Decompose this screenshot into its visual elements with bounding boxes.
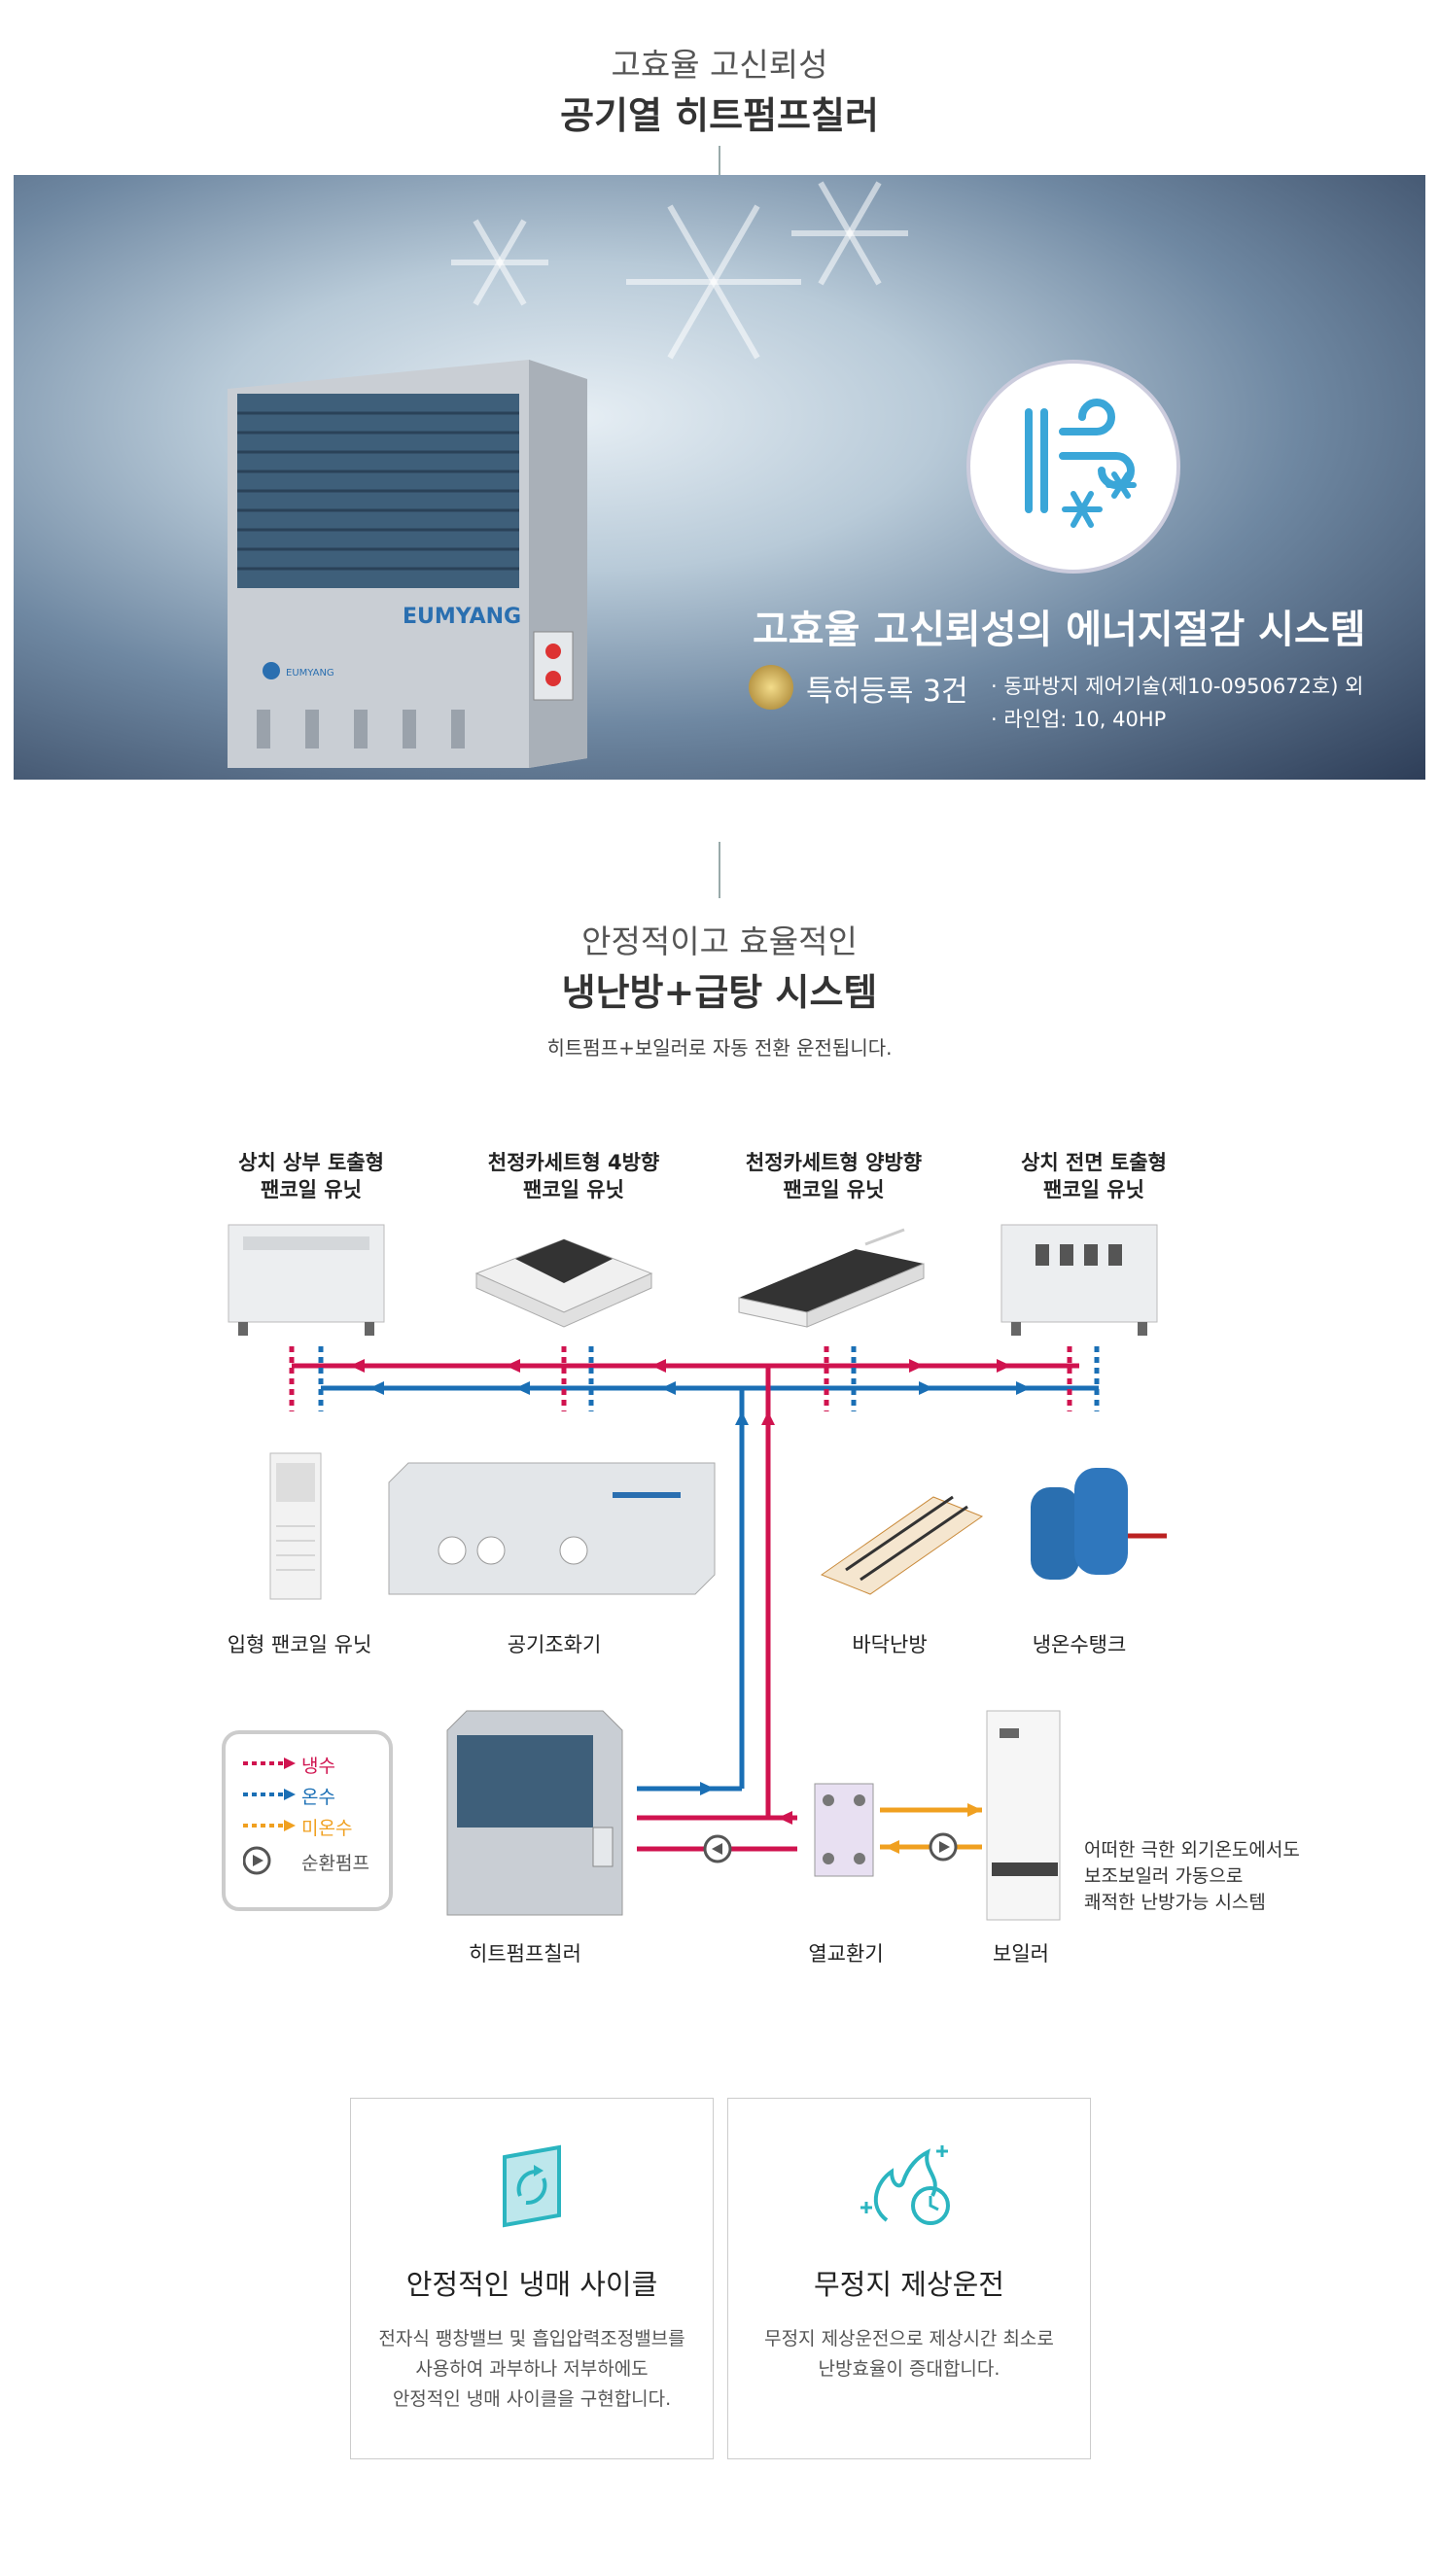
hero-bullet-1: · 동파방지 제어기술(제10-0950672호) 외 [991, 675, 1364, 698]
system-title: 냉난방+급탕 시스템 [561, 971, 878, 1014]
feature-title: 안정적인 냉매 사이클 [405, 2268, 658, 2301]
hero-banner: EUMYANG EUMYANG 고효율 고신뢰성의 에너지절감 시스템 특허등록… [14, 175, 1425, 780]
hero-title: 고효율 고신뢰성의 에너지절감 시스템 [753, 608, 1366, 652]
unit-label-heat-pump-chiller: 히트펌프칠러 [469, 1942, 581, 1966]
hot-cold-water-tank [1031, 1468, 1167, 1580]
air-handling-unit [388, 1462, 716, 1595]
header-title: 공기열 히트펌프칠러 [560, 94, 879, 137]
defrost-icon [860, 2145, 950, 2225]
cassette-fan-coil-2way [738, 1228, 925, 1328]
hero-bullet-2: · 라인업: 10, 40HP [991, 708, 1167, 731]
feature-title: 무정지 제상운전 [814, 2268, 1004, 2301]
unit-label-tank: 냉온수탱크 [1032, 1633, 1127, 1656]
system-diagram [228, 1224, 1167, 1921]
unit-label-boiler: 보일러 [993, 1942, 1049, 1966]
cassette-fan-coil-4way [474, 1238, 653, 1328]
floor-heating-panel [820, 1495, 984, 1595]
legend-hot-water: 온수 [301, 1787, 335, 1808]
diagram-legend: 냉수 온수 미온수 순환펌프 [222, 1730, 393, 1911]
snowflake-background [451, 181, 908, 360]
fan-coil-unit-top-discharge [228, 1224, 385, 1336]
heat-pump-chiller-image: EUMYANG EUMYANG [198, 340, 587, 768]
refrigerant-cycle-icon [503, 2144, 561, 2228]
feature-card-defrost: 무정지 제상운전 무정지 제상운전으로 제상시간 최소로 난방효율이 증대합니다… [727, 2098, 1091, 2459]
unit-label-ahu: 공기조화기 [507, 1633, 602, 1656]
boiler-note: 어떠한 극한 외기온도에서도 보조보일러 가동으로 쾌적한 난방가능 시스템 [1084, 1839, 1300, 1913]
unit-label-vertical-fcu: 입형 팬코일 유닛 [227, 1633, 372, 1656]
system-subtitle: 안정적이고 효율적인 [581, 922, 858, 960]
divider-line [719, 146, 720, 175]
unit-label-heat-exchanger: 열교환기 [808, 1942, 884, 1966]
vertical-fan-coil-unit [269, 1452, 322, 1600]
feature-description: 무정지 제상운전으로 제상시간 최소로 난방효율이 증대합니다. [764, 2328, 1054, 2380]
wind-snow-icon [966, 360, 1180, 574]
patent-medal-icon [749, 665, 793, 710]
boiler-image [986, 1710, 1061, 1921]
feature-card-refrigerant-cycle: 안정적인 냉매 사이클 전자식 팽창밸브 및 흡입압력조정밸브를 사용하여 과부… [350, 2098, 714, 2459]
heat-exchanger-image [814, 1783, 874, 1877]
feature-description: 전자식 팽창밸브 및 흡입압력조정밸브를 사용하여 과부하나 저부하에도 안정적… [378, 2328, 685, 2410]
legend-lukewarm-water: 미온수 [301, 1818, 353, 1839]
legend-cold-water: 냉수 [301, 1756, 335, 1777]
chiller-brand-label: EUMYANG [403, 605, 522, 629]
svg-text:EUMYANG: EUMYANG [286, 668, 334, 679]
unit-label-floor-heating: 바닥난방 [852, 1633, 928, 1656]
heat-pump-chiller-diagram-image [446, 1710, 623, 1916]
legend-circulation-pump: 순환펌프 [301, 1853, 369, 1874]
system-description: 히트펌프+보일러로 자동 전환 운전됩니다. [546, 1036, 893, 1060]
patent-badge-label: 특허등록 3건 [806, 675, 968, 709]
header-subtitle: 고효율 고신뢰성 [611, 46, 828, 84]
divider-line [719, 842, 720, 898]
fan-coil-unit-front-discharge [1000, 1224, 1158, 1336]
